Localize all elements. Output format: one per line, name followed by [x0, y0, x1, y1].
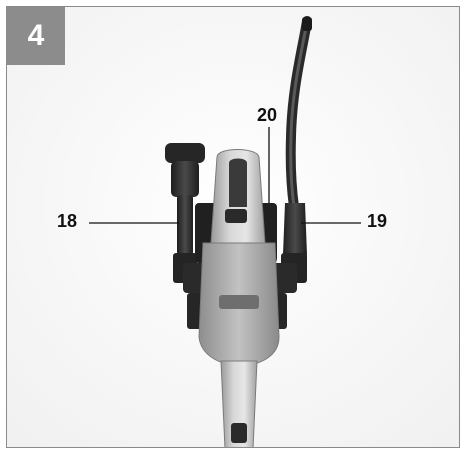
product-illustration — [7, 7, 459, 447]
figure-number-badge: 4 — [7, 7, 65, 65]
handheld-vacuum — [198, 149, 280, 447]
callout-18: 18 — [57, 211, 78, 231]
figure-frame: 4 18 19 20 — [6, 6, 460, 448]
callout-19: 19 — [367, 211, 388, 231]
callout-20: 20 — [257, 105, 278, 125]
